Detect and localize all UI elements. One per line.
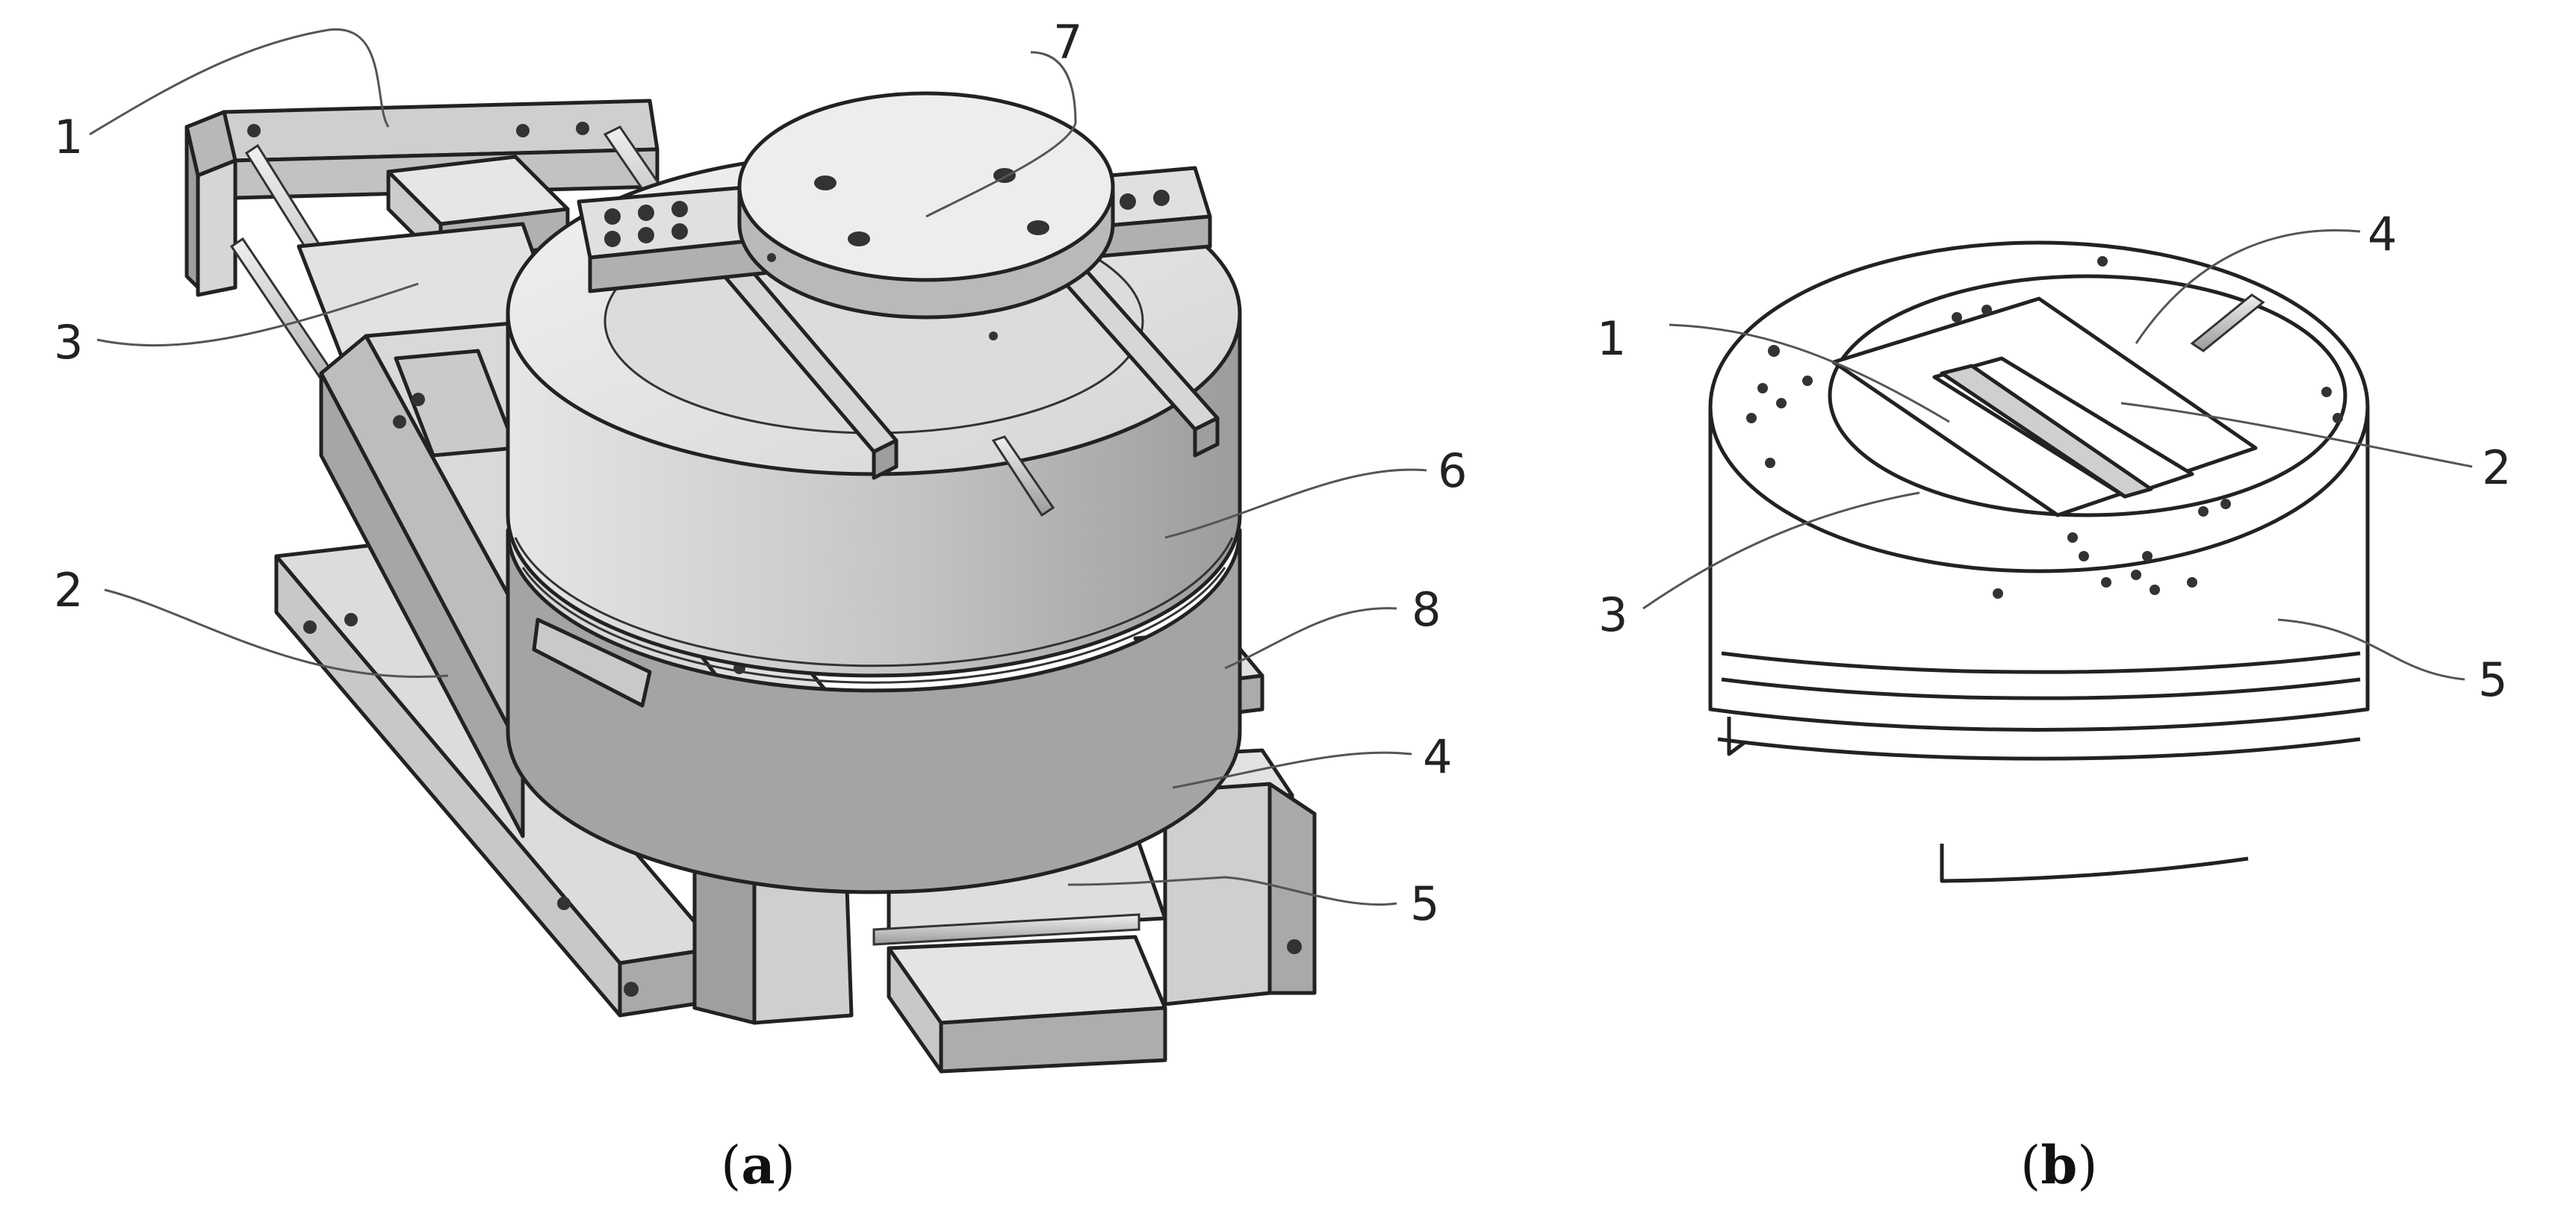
guide-slot <box>1831 296 2258 561</box>
callout-b-2: 2 <box>2482 440 2511 495</box>
figure-a: 1 2 3 4 5 6 7 8 (a) <box>54 15 1467 1196</box>
callout-b-3: 3 <box>1598 588 1627 642</box>
caption-b: (b) <box>2020 1134 2098 1196</box>
callout-b-5: 5 <box>2478 653 2507 707</box>
locating-pin <box>2190 293 2265 352</box>
callout-a-1: 1 <box>54 110 83 164</box>
caption-a: (a) <box>721 1134 795 1196</box>
callout-a-3: 3 <box>54 315 83 370</box>
figure-b-leaders <box>1642 229 2473 681</box>
callout-a-5: 5 <box>1410 877 1439 931</box>
callout-a-6: 6 <box>1438 443 1467 498</box>
callout-a-2: 2 <box>54 563 83 617</box>
callout-a-7: 7 <box>1053 15 1082 69</box>
figure-a-leaders <box>89 28 1427 906</box>
callout-b-1: 1 <box>1597 311 1626 366</box>
callout-b-4: 4 <box>2368 207 2397 261</box>
figure-b: 1 2 3 4 5 (b) <box>1597 207 2511 1196</box>
figure-a-callouts: 1 2 3 4 5 6 7 8 <box>54 15 1467 931</box>
top-platen <box>737 91 1115 340</box>
callout-a-4: 4 <box>1423 729 1452 784</box>
figure-b-callouts: 1 2 3 4 5 <box>1597 207 2511 707</box>
callout-a-8: 8 <box>1412 582 1441 637</box>
